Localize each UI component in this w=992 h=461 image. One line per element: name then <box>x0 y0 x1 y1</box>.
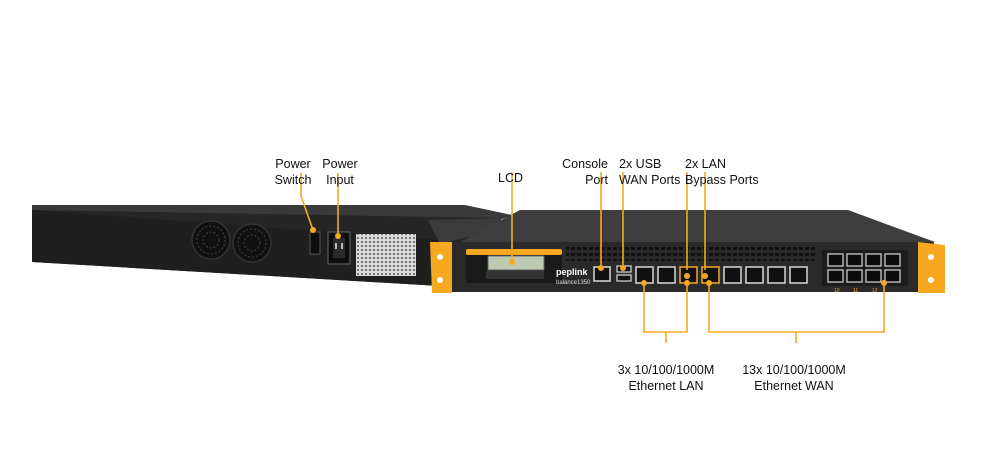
lcd-panel <box>466 249 562 283</box>
port-number: 10 <box>834 288 840 294</box>
model-label: balance1350 <box>556 280 591 286</box>
rear-chassis <box>32 205 512 286</box>
rack-ear-left <box>430 242 452 293</box>
ethernet-port <box>827 253 844 267</box>
callout-dots <box>310 227 887 286</box>
power-switch <box>309 231 321 255</box>
rack-ear-right <box>918 242 945 293</box>
ethernet-port <box>884 253 901 267</box>
fan-icon <box>232 223 272 263</box>
vent-grille <box>356 234 416 276</box>
brand-logo: peplink <box>556 267 588 277</box>
callout-lines <box>300 172 885 343</box>
front-vents <box>566 247 816 261</box>
label-lcd: LCD <box>498 171 524 185</box>
ethernet-port <box>846 269 863 283</box>
callout-power-switch <box>300 173 314 231</box>
ethernet-port <box>789 266 808 284</box>
port-number: 11 <box>853 288 858 294</box>
ethernet-port <box>846 253 863 267</box>
port-number: 12 <box>872 288 878 294</box>
ethernet-port <box>745 266 764 284</box>
ethernet-port <box>767 266 786 284</box>
ethernet-ports <box>635 266 808 284</box>
ethernet-port <box>865 253 882 267</box>
ethernet-port <box>827 269 844 283</box>
right-port-block: 10 11 12 <box>822 250 908 294</box>
ethernet-port <box>865 269 882 283</box>
ethernet-port <box>657 266 676 284</box>
fan-icon <box>191 220 231 260</box>
ethernet-port <box>723 266 742 284</box>
power-input <box>327 231 351 265</box>
lcd-screen <box>487 255 545 271</box>
ethernet-port <box>884 269 901 283</box>
